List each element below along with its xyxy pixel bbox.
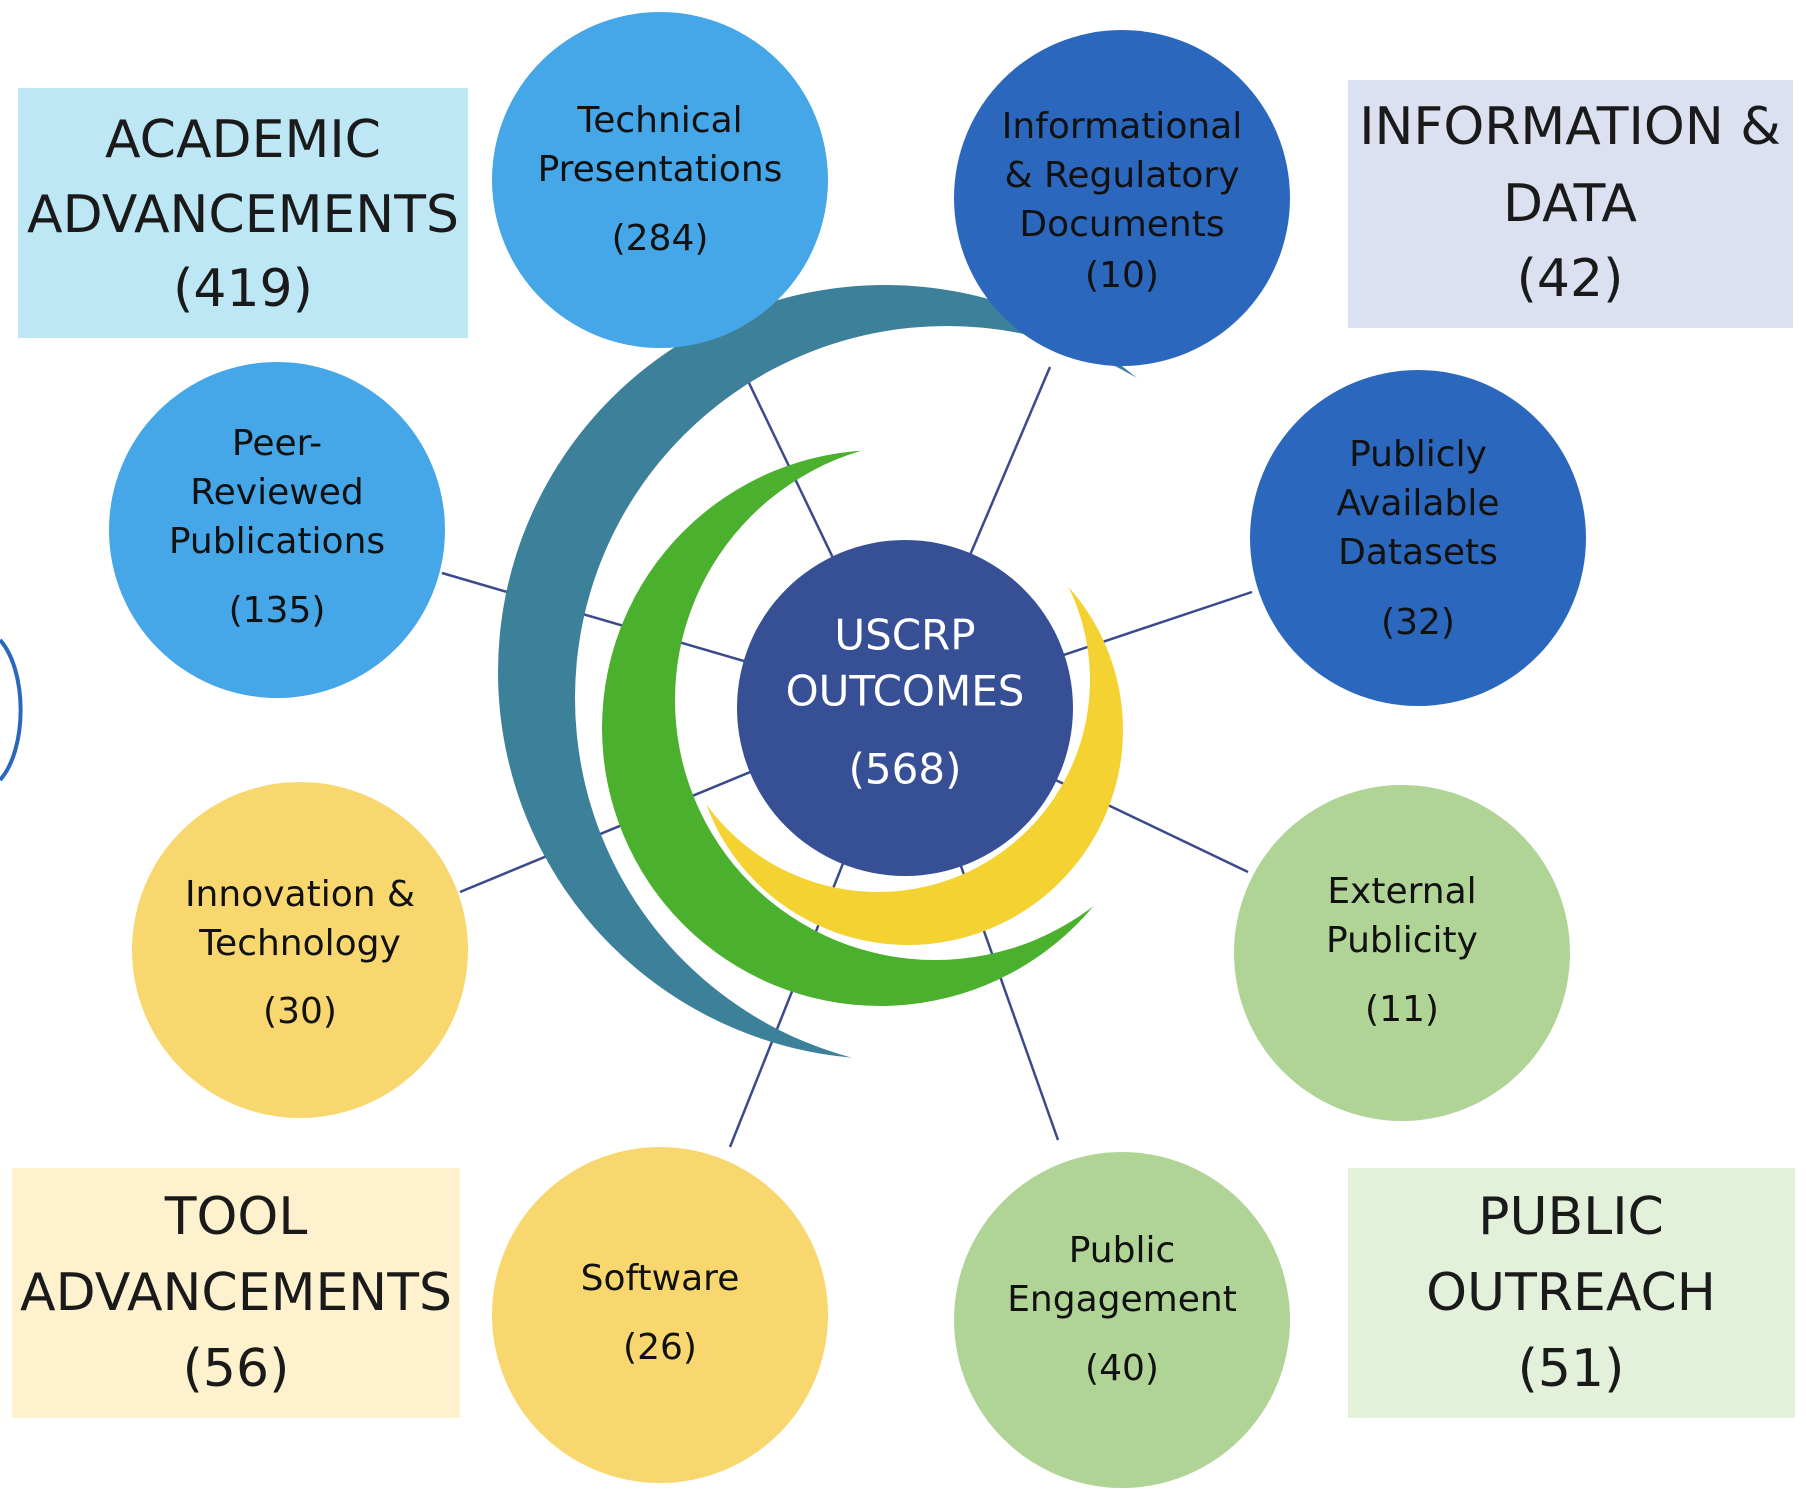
bubble-count: (135) (229, 590, 326, 631)
bubble-label: Publications (169, 521, 385, 562)
center-hub: USCRP OUTCOMES (568) (737, 540, 1073, 876)
bubble-circle (132, 782, 468, 1118)
bubble-circle (109, 362, 445, 698)
bubble-circle (1234, 785, 1570, 1121)
bubble-circle (1250, 370, 1586, 706)
bubble-circle (492, 1147, 828, 1483)
category-boxes: ACADEMIC ADVANCEMENTS (419) INFORMATION & DA… (12, 80, 1795, 1418)
bubble-label: External (1327, 871, 1476, 912)
edge-arc (0, 638, 23, 782)
bubble-label: Presentations (538, 149, 783, 190)
bubble-label: Software (581, 1258, 740, 1299)
bubble-label: Publicity (1326, 920, 1478, 961)
bubble-label: Documents (1019, 204, 1224, 245)
category-count: (56) (183, 1339, 290, 1399)
bubble-label: Technical (576, 100, 742, 141)
bubble-count: (30) (263, 991, 337, 1032)
category-title: PUBLIC (1478, 1187, 1664, 1247)
category-title: INFORMATION & (1359, 97, 1781, 157)
bubble-circle (954, 30, 1290, 366)
center-title: USCRP (834, 611, 975, 660)
bubble-innovation-technology: Innovation & Technology (30) (132, 782, 468, 1118)
bubble-count: (40) (1085, 1348, 1159, 1389)
bubble-count: (11) (1365, 989, 1439, 1030)
category-title: ADVANCEMENTS (27, 185, 459, 245)
bubble-software: Software (26) (492, 1147, 828, 1483)
category-title: DATA (1503, 174, 1637, 234)
category-title: ADVANCEMENTS (20, 1263, 452, 1323)
category-box (12, 1168, 460, 1418)
bubble-count: (10) (1085, 255, 1159, 296)
center-count: (568) (849, 745, 962, 794)
category-count: (419) (173, 259, 313, 319)
category-count: (42) (1517, 249, 1624, 309)
category-title: TOOL (164, 1187, 308, 1247)
bubble-label: Reviewed (190, 472, 363, 513)
center-title: OUTCOMES (786, 667, 1025, 716)
category-title: ACADEMIC (105, 110, 381, 170)
bubble-circle (954, 1152, 1290, 1488)
category-box (1348, 1168, 1795, 1418)
category-outreach: PUBLIC OUTREACH (51) (1348, 1168, 1795, 1418)
bubble-label: Peer- (232, 423, 322, 464)
bubble-count: (284) (612, 218, 709, 259)
bubble-label: Publicly (1349, 434, 1487, 475)
category-information: INFORMATION & DATA (42) (1348, 80, 1793, 328)
category-box (1348, 80, 1793, 328)
bubble-label: Available (1337, 483, 1500, 524)
bubble-count: (26) (623, 1327, 697, 1368)
category-title: OUTREACH (1426, 1263, 1716, 1323)
bubble-label: & Regulatory (1004, 155, 1239, 196)
bubble-count: (32) (1381, 602, 1455, 643)
category-box (18, 88, 468, 338)
bubble-label: Public (1069, 1230, 1176, 1271)
bubble-label: Datasets (1338, 532, 1498, 573)
bubble-label: Innovation & (185, 874, 415, 915)
bubble-label: Technology (198, 923, 401, 964)
bubble-label: Informational (1002, 106, 1242, 147)
center-circle (737, 540, 1073, 876)
category-tool: TOOL ADVANCEMENTS (56) (12, 1168, 460, 1418)
bubble-label: Engagement (1007, 1279, 1237, 1320)
category-count: (51) (1518, 1339, 1625, 1399)
bubble-circle (492, 12, 828, 348)
category-academic: ACADEMIC ADVANCEMENTS (419) (18, 88, 468, 338)
